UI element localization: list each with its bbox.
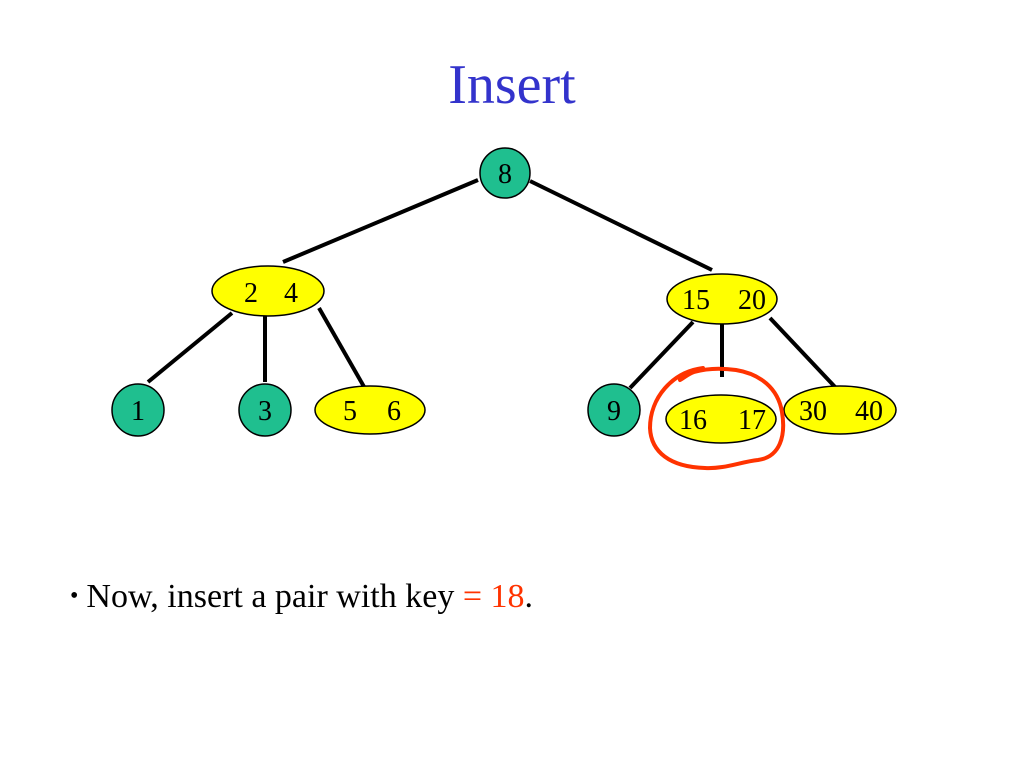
leaf-node-9-label: 9 [607,396,621,427]
bullet-text: Now, insert a pair with key [86,578,463,615]
leaf-node-1617: 16 17 [665,394,777,444]
left-node-key-2: 4 [284,278,298,309]
leaf-node-3-label: 3 [258,396,272,427]
leaf-node-56-key-1: 5 [343,396,357,427]
bullet-equals: = [462,578,483,615]
leaf-node-3040: 30 40 [783,385,897,435]
bullet-point: • Now, insert a pair with key = 18. [70,574,533,619]
leaf-node-1: 1 [111,383,165,437]
leaf-node-3: 3 [238,383,292,437]
bullet-symbol: • [70,583,79,609]
edge-left-child-1 [146,311,234,384]
edge-right-child-3040 [768,316,838,390]
internal-node-right: 15 20 [666,273,778,325]
right-node-key-2: 20 [738,285,766,316]
leaf-node-3040-key-1: 30 [799,396,827,427]
leaf-node-3040-key-2: 40 [855,396,883,427]
leaf-node-1617-key-2: 17 [738,405,766,436]
leaf-node-1617-key-1: 16 [679,405,707,436]
internal-node-left: 2 4 [211,265,325,317]
root-node-label: 8 [498,159,512,190]
bullet-key-value: 18 [490,578,525,615]
edge-root-right [529,179,713,272]
highlight-circle-annotation [648,366,786,471]
leaf-node-9: 9 [587,383,641,437]
edge-root-left [282,178,479,264]
leaf-node-56-key-2: 6 [387,396,401,427]
edge-left-child-56 [317,307,369,393]
leaf-node-56: 5 6 [314,385,426,435]
bullet-period: . [524,578,534,615]
root-node: 8 [479,147,531,199]
right-node-key-1: 15 [682,285,710,316]
slide-title: Insert [448,54,576,116]
edge-right-child-9 [628,320,695,390]
leaf-node-1-label: 1 [131,396,145,427]
left-node-key-1: 2 [244,278,258,309]
